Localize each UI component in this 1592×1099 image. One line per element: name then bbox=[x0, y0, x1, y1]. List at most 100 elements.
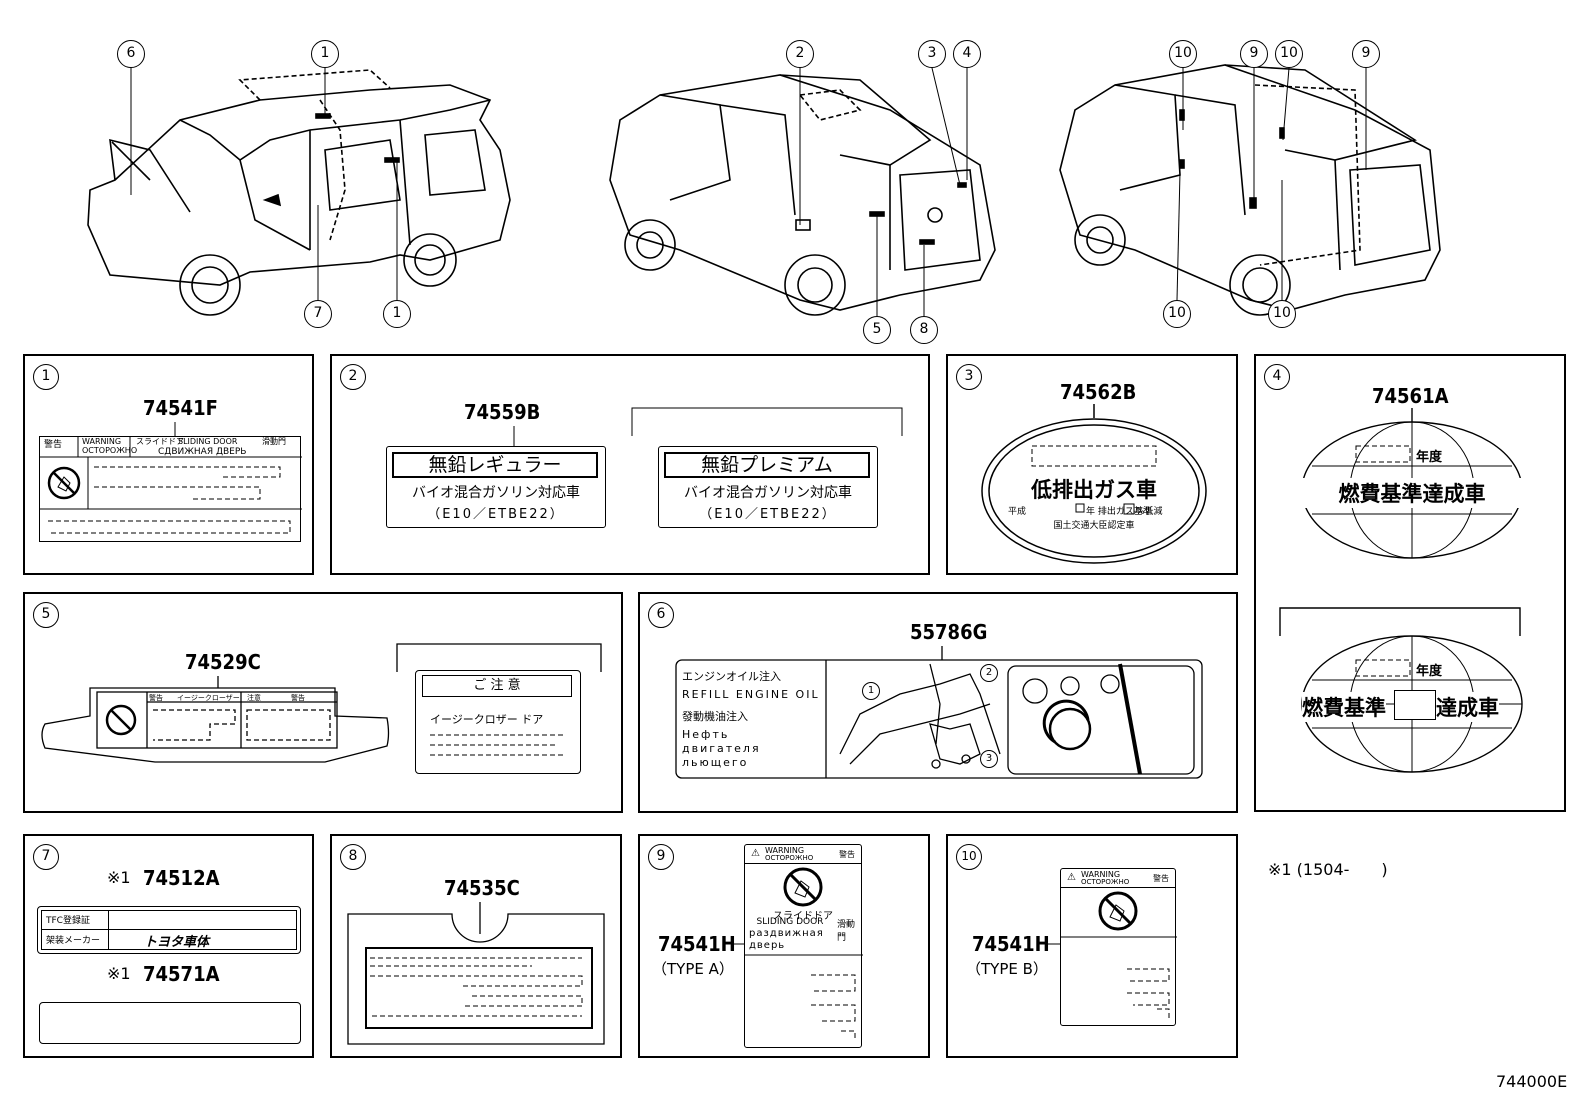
figure-code: 744000E bbox=[1496, 1072, 1568, 1091]
strip-warn-2: 警告 bbox=[291, 694, 305, 702]
warn-en: WARNING bbox=[1081, 870, 1121, 879]
caution-label: ご 注 意 イージークロザー ドア bbox=[415, 670, 581, 774]
label-warn-ru: ОСТОРОЖНО bbox=[82, 446, 138, 455]
no-hand-icon bbox=[105, 704, 137, 736]
part-number: 74541H bbox=[658, 932, 736, 956]
door-zh: 滑動門 bbox=[837, 920, 856, 943]
vehicle-1-leader-lines bbox=[130, 68, 398, 300]
vehicle-2-leader-lines bbox=[799, 67, 968, 316]
door-ru-1: раздвижная bbox=[749, 928, 824, 939]
panel-3: 3 74562B 低排出ガス車 平成 年 排出ガス基準 %低減 国土交通大臣認定… bbox=[946, 354, 1238, 575]
vehicle-rear-left-view bbox=[609, 74, 996, 316]
fuel-economy-title-b2: 達成車 bbox=[1436, 692, 1499, 722]
label-warn-jp: 警告 bbox=[44, 440, 63, 450]
oil-line-en: REFILL ENGINE OIL bbox=[682, 688, 820, 701]
oil-line-zh: 發動機油注入 bbox=[682, 710, 748, 723]
step-2: 2 bbox=[980, 664, 998, 682]
label-jp: スライドドア bbox=[136, 437, 184, 446]
callout-9-top-a: 9 bbox=[1240, 40, 1268, 68]
panel-6: 6 55786G エンジンオイル注入 REFILL ENGINE OIL 發動機… bbox=[638, 592, 1238, 813]
low-emission-title: 低排出ガス車 bbox=[1031, 478, 1157, 502]
fuel-economy-title-a: 燃費基準達成車 bbox=[1296, 478, 1528, 508]
blank-box bbox=[1394, 690, 1436, 720]
fuel-spec: （E10／ETBE22） bbox=[699, 507, 837, 522]
part-number: 74529C bbox=[185, 650, 261, 674]
strip-easy-closer: イージークローザー bbox=[177, 694, 240, 702]
callout-1-top: 1 bbox=[311, 40, 339, 68]
tfc-row-2: 架装メーカー bbox=[46, 936, 101, 946]
part-number: 74535C bbox=[444, 876, 520, 900]
no-hand-icon bbox=[47, 466, 81, 500]
warn-ru: ОСТОРОЖНО bbox=[765, 854, 814, 862]
callout-6: 6 bbox=[117, 40, 145, 68]
panel-2: 2 74559B 無鉛レギュラー バイオ混合ガソリン対応車 （E10／ETBE2… bbox=[330, 354, 930, 575]
callout-10-bottom-a: 10 bbox=[1163, 300, 1191, 328]
label-zh: 滑動門 bbox=[262, 437, 286, 446]
footnote-mark-1: ※1 bbox=[107, 868, 131, 887]
door-jp: スライドドア bbox=[773, 911, 833, 922]
low-emission-oval bbox=[981, 418, 1207, 564]
footnote: ※1 (1504- ) bbox=[1268, 860, 1388, 879]
sliding-door-warning-label: 警告 WARNING ОСТОРОЖНО スライドドア SLIDING DOOR… bbox=[39, 436, 302, 542]
panel-number: 4 bbox=[1264, 364, 1290, 390]
oil-line-ru-3: льющего bbox=[682, 756, 749, 769]
step-3: 3 bbox=[980, 750, 998, 768]
callout-8: 8 bbox=[910, 316, 938, 344]
emission-info-label bbox=[347, 913, 605, 1045]
label-en: SLIDING DOOR bbox=[178, 437, 238, 446]
panel-number: 3 bbox=[956, 364, 982, 390]
caution-title: ご 注 意 bbox=[422, 675, 572, 697]
door-ru-2: дверь bbox=[749, 940, 786, 951]
strip-warn-1: 警告 bbox=[149, 694, 163, 702]
fuel-type-title: 無鉛レギュラー bbox=[392, 452, 598, 478]
warn-ru: ОСТОРОЖНО bbox=[1081, 878, 1130, 886]
engine-oil-label bbox=[675, 659, 1203, 779]
vehicle-front-left-view bbox=[87, 69, 511, 316]
no-hand-icon bbox=[783, 867, 823, 907]
line-standard: 年 排出ガス基準 bbox=[1086, 507, 1152, 517]
part-number-2: 74571A bbox=[143, 962, 220, 986]
year-label-b: 年度 bbox=[1416, 664, 1443, 679]
line-heisei: 平成 bbox=[1008, 507, 1027, 517]
label-ru: СДВИЖНАЯ ДВЕРЬ bbox=[158, 447, 247, 457]
bio-fuel-line: バイオ混合ガソリン対応車 bbox=[412, 485, 580, 501]
part-number: 74561A bbox=[1372, 384, 1449, 408]
callout-10-top-a: 10 bbox=[1169, 40, 1197, 68]
panel-4: 4 74561A 年度 燃費基準達成車 年度 燃費基準 達成車 bbox=[1254, 354, 1566, 812]
callout-4: 4 bbox=[953, 40, 981, 68]
callout-10-top-b: 10 bbox=[1275, 40, 1303, 68]
year-label-a: 年度 bbox=[1416, 450, 1443, 465]
panel-number: 6 bbox=[648, 602, 674, 628]
step-1: 1 bbox=[862, 682, 880, 700]
panel-7: 7 ※1 74512A TFC登録証 架装メーカー トヨタ車体 ※1 74571… bbox=[23, 834, 314, 1058]
blank-plate bbox=[39, 1002, 301, 1044]
strip-caution: 注意 bbox=[247, 694, 261, 702]
part-number: 55786G bbox=[910, 620, 988, 644]
caution-line: イージークロザー ドア bbox=[430, 713, 544, 726]
oil-cap-icon bbox=[1048, 707, 1092, 751]
line-certified: 国土交通大臣認定車 bbox=[1053, 521, 1135, 531]
callout-5: 5 bbox=[863, 316, 891, 344]
panel-10: 10 74541H （TYPE B） ⚠ WARNING ОСТОРОЖНО 警… bbox=[946, 834, 1238, 1058]
callout-9-top-b: 9 bbox=[1352, 40, 1380, 68]
callout-1-bottom: 1 bbox=[383, 300, 411, 328]
warn-cn: 警告 bbox=[1153, 874, 1169, 883]
panel-number: 8 bbox=[340, 844, 366, 870]
no-hand-icon bbox=[1098, 891, 1138, 931]
panel-number: 2 bbox=[340, 364, 366, 390]
panel-number: 5 bbox=[33, 602, 59, 628]
callout-10-bottom-b: 10 bbox=[1268, 300, 1296, 328]
warning-triangle-icon: ⚠ bbox=[751, 848, 760, 859]
panel-number: 10 bbox=[956, 844, 982, 870]
panel-number: 1 bbox=[33, 364, 59, 390]
oil-line-jp: エンジンオイル注入 bbox=[682, 670, 781, 683]
warning-triangle-icon: ⚠ bbox=[1067, 872, 1076, 883]
type-label: （TYPE B） bbox=[966, 960, 1048, 978]
tfc-label: TFC登録証 架装メーカー トヨタ車体 bbox=[37, 906, 301, 954]
panel-number: 7 bbox=[33, 844, 59, 870]
type-label: （TYPE A） bbox=[652, 960, 734, 978]
sliding-door-warning-label-a: ⚠ WARNING ОСТОРОЖНО 警告 スライドドア SLIDING DO… bbox=[744, 844, 863, 1048]
part-number-1: 74512A bbox=[143, 866, 220, 890]
easy-closer-strip bbox=[41, 687, 390, 763]
fuel-economy-title-b1: 燃費基準 bbox=[1302, 692, 1386, 722]
